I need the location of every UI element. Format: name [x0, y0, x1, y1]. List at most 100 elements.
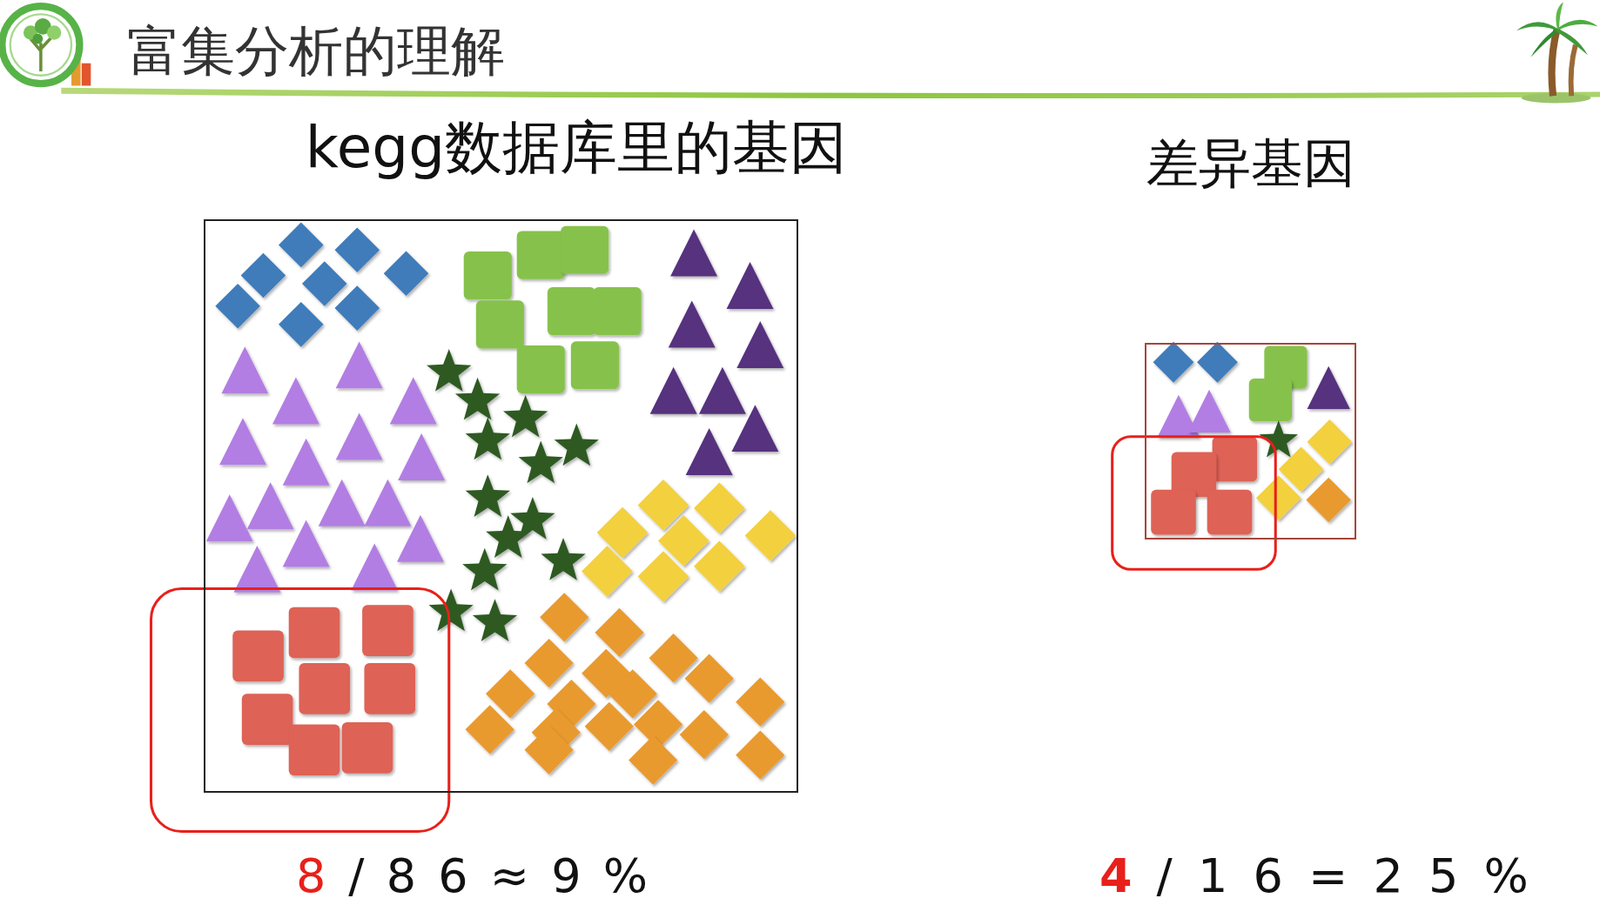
slide-title: 富集分析的理解 [127, 21, 505, 81]
gene-diamond [215, 283, 261, 330]
gene-square [342, 722, 394, 774]
gene-diamond [584, 702, 634, 752]
gene-triangle [282, 520, 330, 568]
box-heading: 差异基因 [1146, 134, 1356, 192]
gene-triangle [350, 544, 398, 592]
gene-star [485, 515, 531, 558]
ratio-value: / 1 6 = 2 5 % [1156, 853, 1534, 901]
ratio-value: / 8 6 ≈ 9 % [348, 853, 652, 901]
ratio-text: 4 / 1 6 = 2 5 % [1099, 853, 1534, 901]
gene-triangle [282, 438, 330, 486]
gene-triangle [396, 515, 444, 563]
gene-diamond [524, 726, 574, 775]
gene-diamond [334, 285, 380, 331]
gene-star [462, 548, 507, 592]
gene-square [242, 693, 294, 746]
gene-star [518, 441, 564, 485]
gene-triangle [336, 413, 384, 461]
gene-diamond [1196, 342, 1238, 384]
gene-triangle [726, 262, 774, 310]
gene-triangle [397, 433, 445, 481]
gene-diamond [1307, 419, 1353, 465]
gene-diamond [465, 705, 515, 754]
gene-triangle [247, 482, 295, 530]
gene-diamond [745, 510, 797, 562]
gene-square [547, 287, 596, 336]
gene-triangle [336, 341, 384, 389]
gene-triangle [670, 228, 718, 276]
gene-square [362, 605, 414, 657]
gene-diamond [383, 250, 430, 296]
gene-square [593, 287, 642, 336]
header-line [60, 87, 1600, 99]
highlight-frame [150, 589, 449, 833]
gene-diamond [679, 710, 729, 760]
gene-square [517, 231, 565, 280]
gene-diamond [1153, 342, 1195, 384]
gene-triangle [389, 376, 437, 424]
gene-triangle [650, 367, 698, 415]
gene-diamond [581, 545, 633, 598]
gene-set-box: kegg数据库里的基因 [203, 219, 799, 794]
palm-tree [1516, 1, 1599, 103]
gene-triangle [221, 346, 269, 394]
gene-square [289, 724, 341, 776]
gene-diamond [241, 253, 287, 299]
gene-star [472, 598, 518, 642]
gene-square [363, 663, 416, 715]
gene-diamond [594, 608, 644, 658]
gene-triangle [731, 404, 779, 452]
gene-star [503, 395, 548, 438]
box-heading: kegg数据库里的基因 [305, 116, 848, 181]
gene-triangle [685, 428, 733, 476]
gene-diamond [334, 227, 380, 273]
gene-square [517, 345, 565, 394]
gene-star [554, 423, 599, 467]
logo [1, 6, 91, 86]
gene-star [465, 417, 511, 461]
gene-diamond [524, 638, 574, 688]
gene-diamond [278, 302, 324, 348]
gene-diamond [685, 654, 734, 704]
gene-square [560, 226, 609, 275]
gene-diamond [693, 483, 746, 535]
gene-diamond [735, 678, 785, 727]
gene-square [571, 341, 619, 390]
gene-square [289, 607, 341, 659]
gene-star [465, 474, 511, 518]
gene-square [232, 631, 284, 683]
gene-square [1249, 378, 1292, 422]
gene-triangle [668, 301, 716, 349]
gene-triangle [363, 479, 411, 527]
gene-triangle [1307, 366, 1351, 410]
gene-square [1150, 490, 1197, 536]
gene-square [476, 300, 525, 349]
highlight-count: 8 [295, 853, 330, 901]
gene-triangle [318, 479, 366, 527]
gene-square [1207, 490, 1253, 536]
gene-diamond [278, 222, 324, 269]
gene-diamond [1305, 477, 1352, 524]
highlight-count: 4 [1099, 853, 1138, 901]
gene-triangle [736, 321, 784, 369]
gene-triangle [219, 417, 267, 465]
ratio-text: 8 / 8 6 ≈ 9 % [295, 853, 652, 901]
gene-square [298, 663, 350, 715]
gene-triangle [206, 494, 254, 542]
gene-star [426, 349, 471, 392]
gene-square [463, 251, 512, 300]
highlight-frame [1112, 436, 1277, 570]
gene-diamond [735, 731, 785, 780]
gene-triangle [1187, 389, 1231, 433]
gene-diamond [693, 540, 746, 592]
gene-set-box: 差异基因 [1144, 342, 1357, 540]
gene-diamond [638, 551, 690, 603]
gene-diamond [1256, 475, 1302, 521]
gene-star [455, 377, 500, 421]
gene-square [1212, 436, 1258, 483]
gene-diamond [302, 261, 348, 307]
gene-diamond [628, 735, 678, 785]
gene-triangle [699, 367, 747, 415]
gene-triangle [272, 376, 320, 424]
gene-triangle [233, 545, 281, 593]
